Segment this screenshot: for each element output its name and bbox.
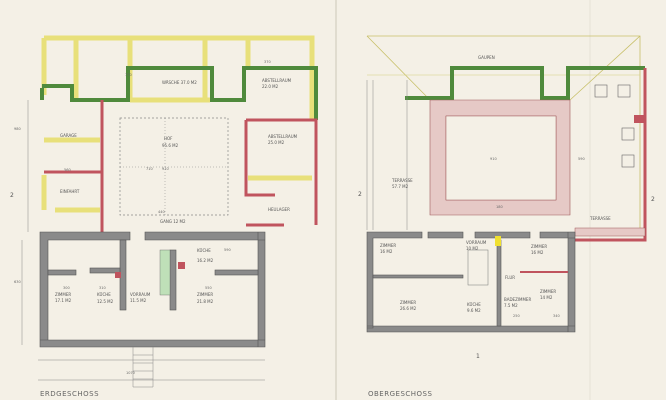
room-area: 25.0 M2 bbox=[268, 140, 285, 145]
terrace-wall bbox=[575, 68, 647, 242]
room-label-zimmer: ZIMMER bbox=[380, 243, 396, 248]
room-area: 22.0 M2 bbox=[262, 84, 279, 89]
dimension-label: 770 bbox=[125, 73, 132, 77]
chimney-box bbox=[594, 84, 608, 98]
dimension-label: 440 bbox=[158, 210, 165, 214]
dimension-label: 590 bbox=[578, 157, 585, 161]
dimension-label: 370 bbox=[264, 60, 271, 64]
room-area: 17.1 M2 bbox=[55, 298, 72, 303]
dimension-label: 980 bbox=[14, 127, 21, 131]
room-label-zimmer: ZIMMER bbox=[540, 289, 556, 294]
chimney bbox=[178, 262, 185, 269]
chimney bbox=[115, 272, 121, 278]
room-label-gang: GANG 12 M2 bbox=[160, 219, 186, 224]
section-mark: 1 bbox=[476, 353, 480, 360]
dimension-label: 550 bbox=[205, 286, 212, 290]
yellow-wall bbox=[41, 137, 312, 213]
dimension-label: 630 bbox=[14, 280, 21, 284]
section-mark: 2 bbox=[651, 196, 655, 203]
room-label-terrasse: TERRASSE bbox=[589, 216, 611, 221]
upper-floor-plan: GAUPEN TERRASSE 57.7 M2 TERRASSE ZIMMER … bbox=[358, 35, 655, 398]
room-area: 9.6 M2 bbox=[467, 308, 481, 313]
terrace-slab bbox=[574, 227, 646, 237]
staircase bbox=[467, 249, 489, 286]
yellow-marker bbox=[495, 236, 501, 246]
masonry-wall bbox=[89, 267, 121, 274]
room-label-gaupen: GAUPEN bbox=[478, 55, 495, 60]
ground-floor-plan: HOF 95.6 M2 WÄSCHE 37.0 M2 ABSTELLRAUM 2… bbox=[10, 35, 318, 398]
dimension-label: 300 bbox=[63, 286, 70, 290]
section-mark: 2 bbox=[358, 191, 362, 198]
red-marker bbox=[634, 115, 644, 123]
masonry-wall bbox=[372, 274, 464, 279]
room-label-zimmer: ZIMMER bbox=[400, 300, 416, 305]
room-area: 11.5 M2 bbox=[130, 298, 147, 303]
masonry-wall bbox=[214, 269, 259, 276]
room-label-vorraum: VORRAUM bbox=[130, 292, 151, 297]
dormer-wall bbox=[405, 66, 645, 100]
room-area: 16 M2 bbox=[531, 250, 544, 255]
room-label-abstellraum: ABSTELLRAUM bbox=[268, 134, 298, 139]
room-label-heulager: HEULAGER bbox=[268, 207, 290, 212]
room-area: 16.2 M2 bbox=[197, 258, 214, 263]
room-label-hof: HOF bbox=[164, 136, 173, 141]
dimension-label: 1070 bbox=[126, 371, 135, 375]
chimney-box bbox=[621, 154, 635, 168]
room-label-terrasse: TERRASSE bbox=[391, 178, 413, 183]
dimension-label: 910 bbox=[162, 167, 169, 171]
dimension-label: 590 bbox=[224, 248, 231, 252]
room-label-zimmer: ZIMMER bbox=[197, 292, 213, 297]
chimney-box bbox=[617, 84, 631, 98]
room-area: 21.8 M2 bbox=[197, 299, 214, 304]
dimension-line bbox=[21, 100, 265, 381]
dimension-label: 340 bbox=[553, 314, 560, 318]
entrance-stairs bbox=[132, 347, 154, 388]
room-area: 57.7 M2 bbox=[392, 184, 409, 189]
dimension-label: 310 bbox=[99, 286, 106, 290]
room-area: 16 M2 bbox=[380, 249, 393, 254]
terrace-edge bbox=[366, 80, 408, 230]
room-label-zimmer: ZIMMER bbox=[531, 244, 547, 249]
dimension-label: 910 bbox=[490, 157, 497, 161]
room-area: 10 M2 bbox=[466, 246, 479, 251]
room-label-einfahrt: EINFAHRT bbox=[60, 189, 80, 194]
room-area: 7.5 M2 bbox=[504, 303, 518, 308]
masonry-wall bbox=[39, 231, 266, 348]
dimension-label: 560 bbox=[64, 168, 71, 172]
chimney-box bbox=[621, 127, 635, 141]
room-label-waesche: WÄSCHE 37.0 M2 bbox=[162, 80, 197, 85]
red-wall bbox=[44, 100, 318, 240]
room-label-kueche: KÜCHE bbox=[97, 292, 111, 297]
green-wall bbox=[40, 66, 318, 120]
ground-floor-title: ERDGESCHOSS bbox=[40, 390, 99, 398]
section-mark: 2 bbox=[10, 192, 14, 199]
room-label-zimmer: ZIMMER bbox=[55, 292, 71, 297]
hof-outline bbox=[119, 117, 229, 216]
room-area: 26.6 M2 bbox=[400, 306, 417, 311]
masonry-wall bbox=[496, 239, 502, 327]
room-label-garage: GARAGE bbox=[60, 133, 77, 138]
room-label-kueche: KÜCHE bbox=[467, 302, 481, 307]
dimension-label: 250 bbox=[513, 314, 520, 318]
room-area: 95.6 M2 bbox=[162, 143, 179, 148]
staircase bbox=[159, 249, 171, 296]
upper-floor-title: OBERGESCHOSS bbox=[368, 390, 432, 398]
room-label-badezimmer: BADEZIMMER bbox=[504, 297, 531, 302]
room-label-kueche: KÜCHE bbox=[197, 248, 211, 253]
masonry-wall bbox=[169, 249, 177, 311]
masonry-wall bbox=[47, 269, 77, 276]
room-label-abstellraum: ABSTELLRAUM bbox=[262, 78, 292, 83]
dimension-label: 180 bbox=[496, 205, 503, 209]
room-area: 12.5 M2 bbox=[97, 299, 114, 304]
room-label-vorraum: VORRAUM bbox=[466, 240, 487, 245]
masonry-wall bbox=[366, 231, 576, 333]
room-area: 14 M2 bbox=[540, 295, 553, 300]
yellow-wall bbox=[44, 35, 315, 120]
courtyard-opening bbox=[445, 115, 557, 201]
room-label-flur: FLUR bbox=[505, 275, 515, 280]
dimension-label: 710 bbox=[146, 167, 153, 171]
